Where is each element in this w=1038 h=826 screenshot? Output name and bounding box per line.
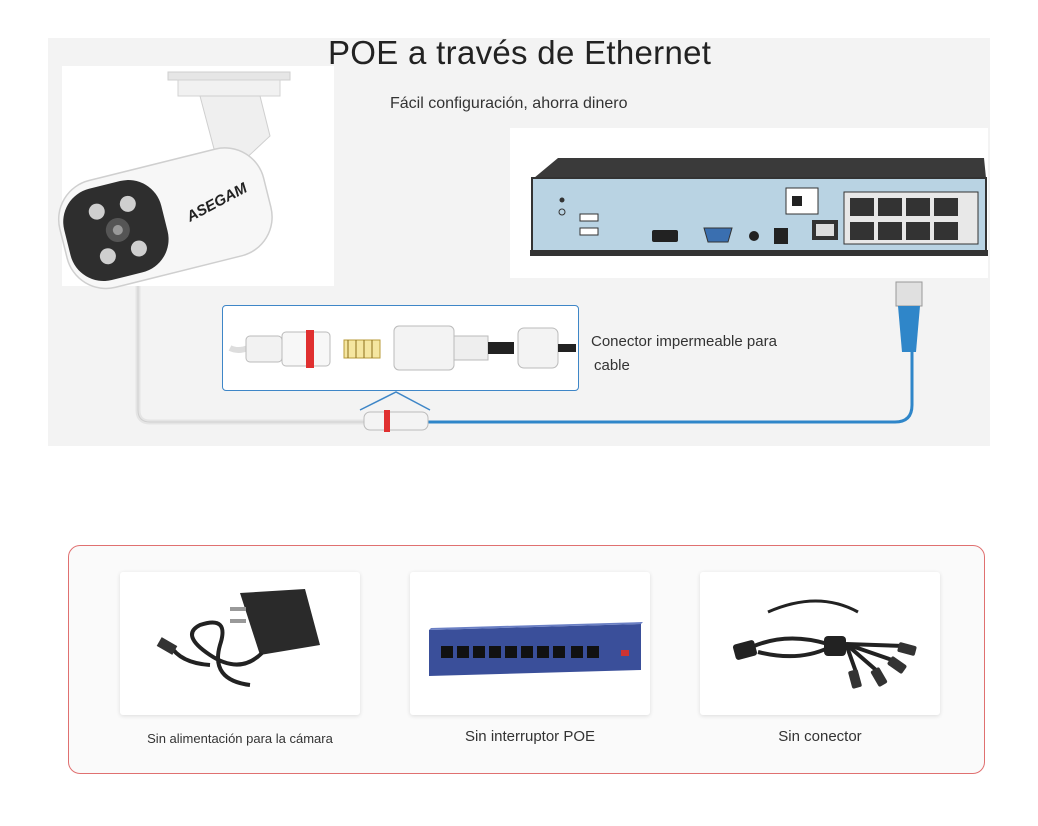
connector-label: Conector impermeable para cable xyxy=(591,330,821,378)
poe-switch-icon xyxy=(429,622,643,676)
label-no-poe-switch: Sin interruptor POE xyxy=(464,728,596,745)
label-no-power-adapter: Sin alimentación para la cámara xyxy=(147,731,333,746)
page-subtitle: Fácil configuración, ahorra dinero xyxy=(390,95,628,112)
nvr-icon xyxy=(530,158,988,256)
page-title: POE a través de Ethernet xyxy=(328,34,712,71)
waterproof-connector-icon xyxy=(228,325,576,371)
connector-label-line1: Conector impermeable para xyxy=(591,333,777,350)
power-adapter-icon xyxy=(156,589,320,687)
camera-icon: ASEGAM xyxy=(57,71,291,290)
connector-label-line2: cable xyxy=(594,357,630,374)
label-no-connector: Sin conector xyxy=(778,728,862,745)
splitter-cable-icon xyxy=(732,599,917,689)
